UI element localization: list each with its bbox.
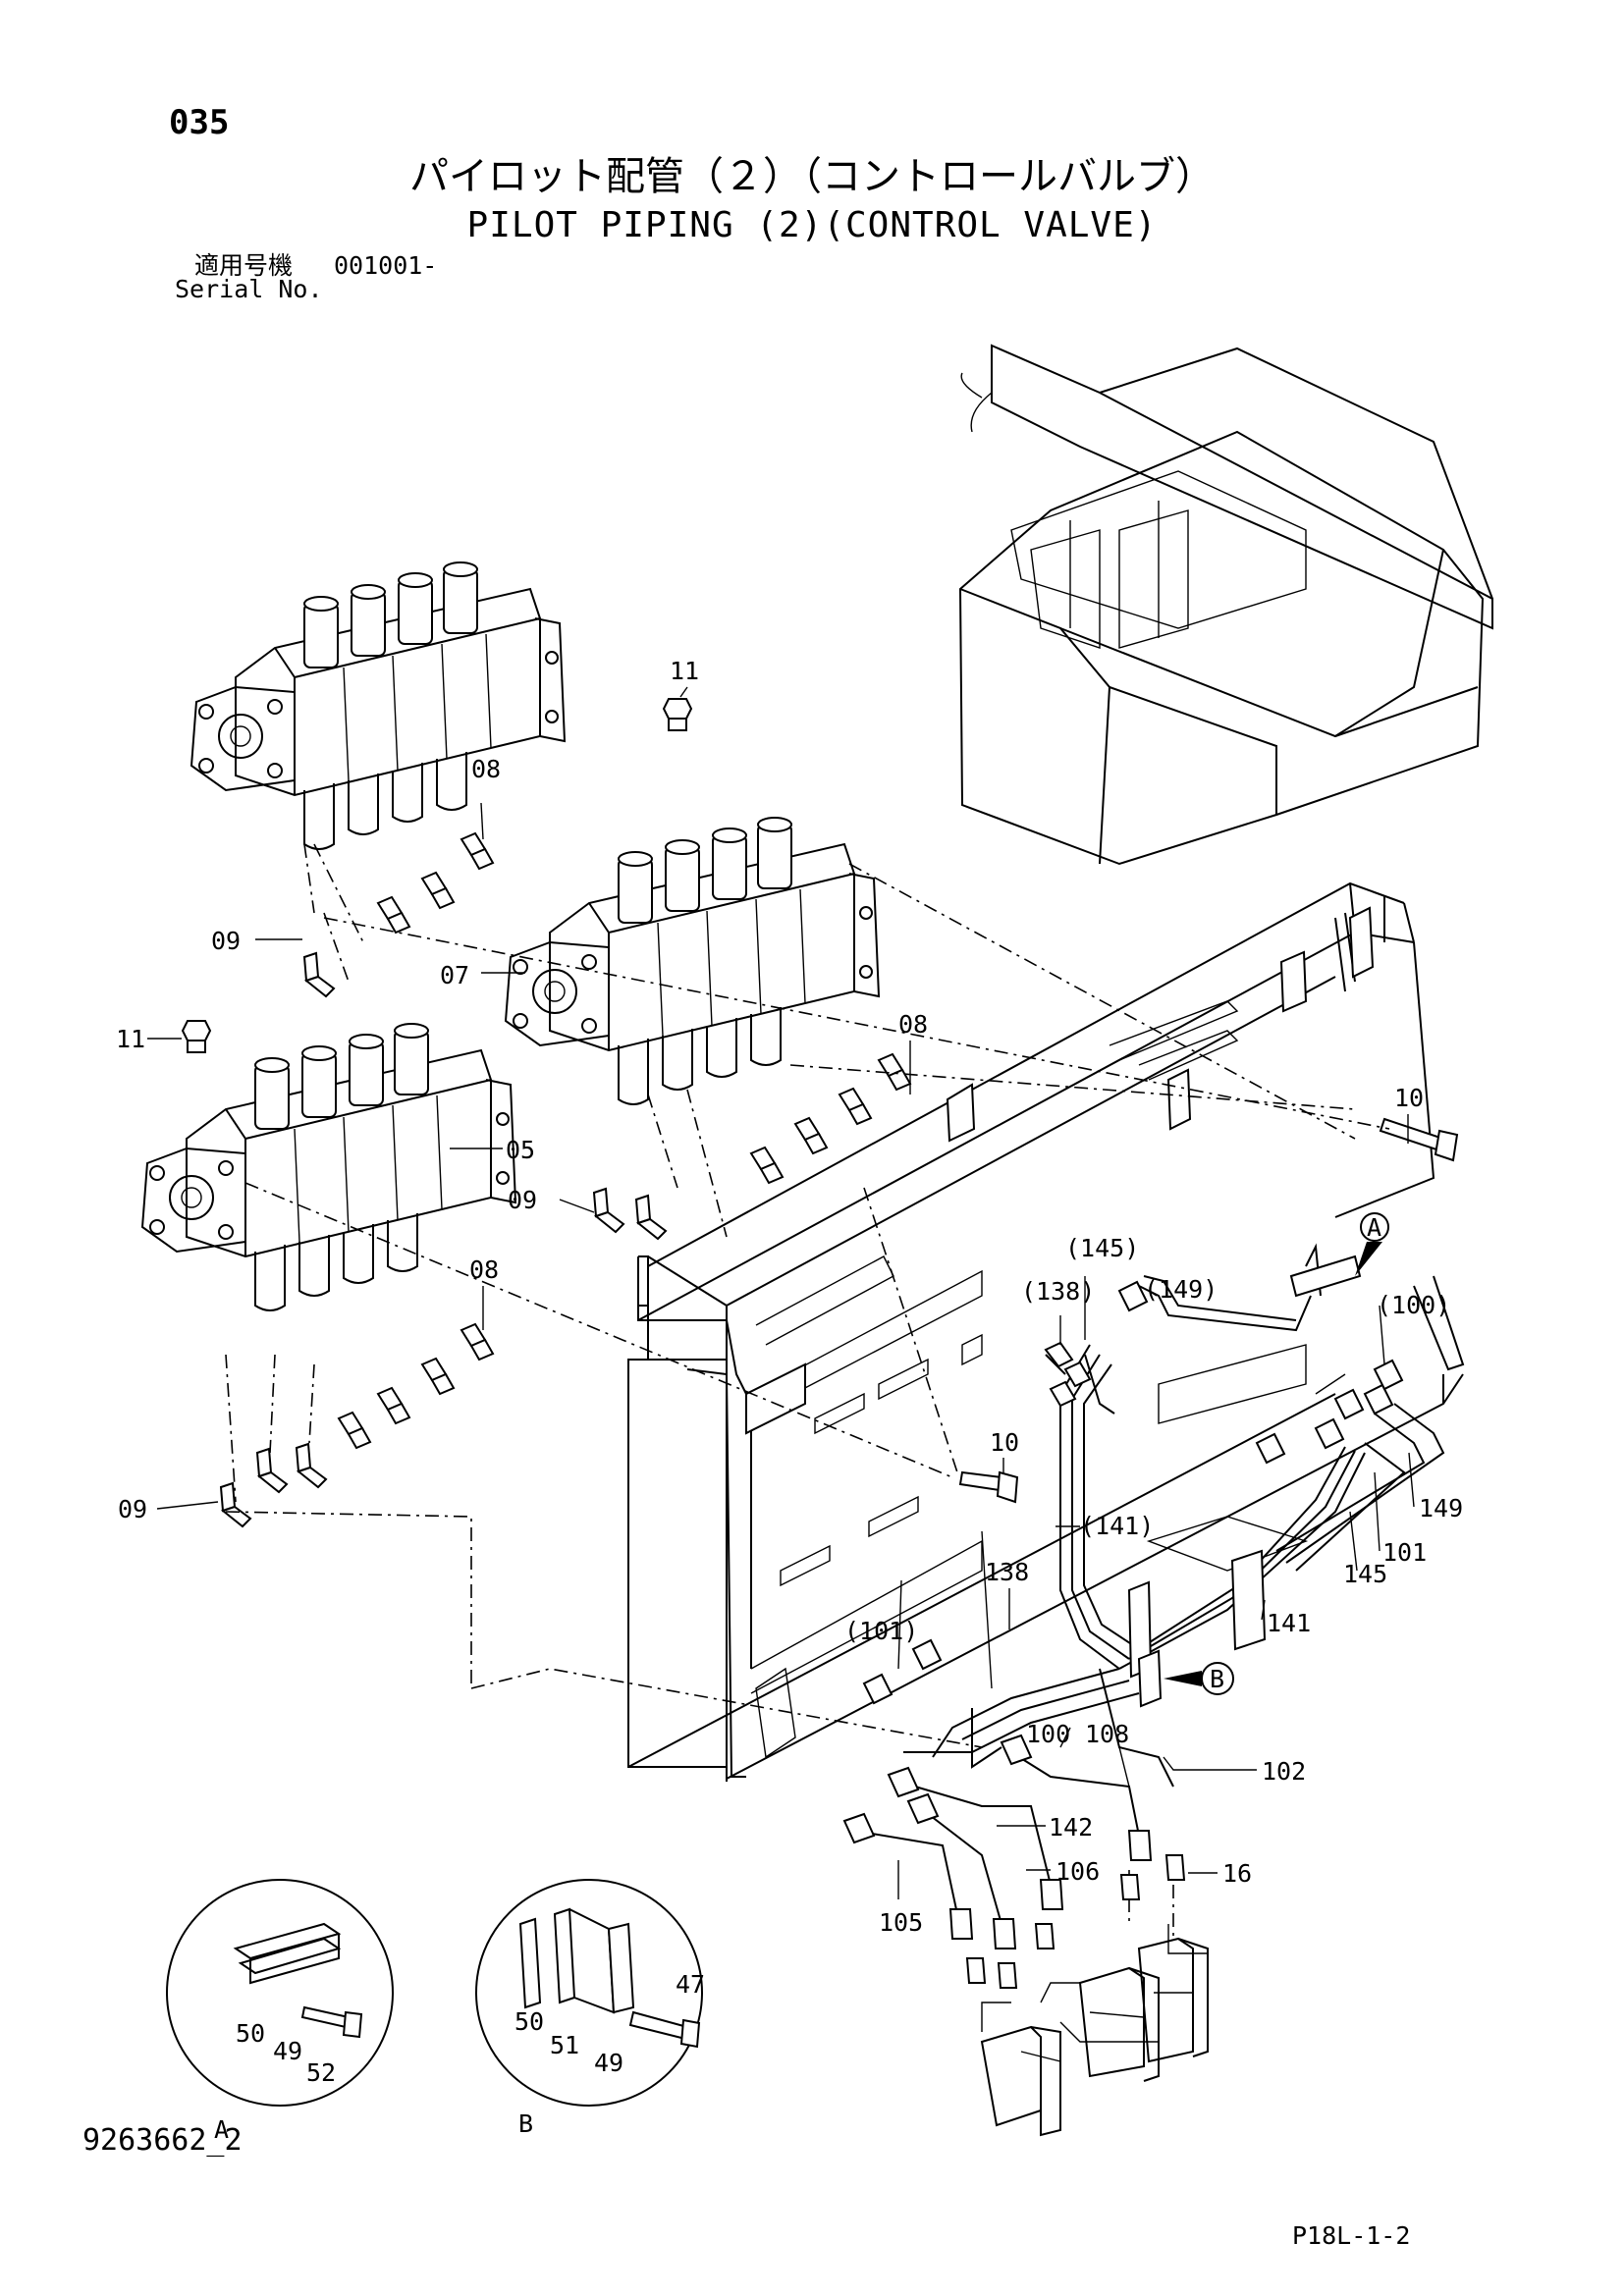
assembly-lines: [225, 843, 1390, 1939]
view-marker-b: [1164, 1662, 1234, 1695]
callout-09-top: 09: [211, 927, 241, 955]
callout-08-top: 08: [471, 755, 501, 783]
callout-102: 102: [1262, 1757, 1306, 1786]
callout-labels: 11 08 09 07 08 11 05 09 08 09 10 10 (145…: [116, 657, 1463, 2144]
document-code: 9263662_2: [82, 2123, 243, 2158]
detail-a-view: [166, 1879, 394, 2107]
callout-142: 142: [1049, 1813, 1093, 1842]
callout-08-middle: 08: [898, 1010, 928, 1039]
callout-108: 108: [1085, 1720, 1129, 1748]
view-marker-a: [1355, 1212, 1389, 1276]
callout-50-detail-b: 50: [514, 2007, 544, 2036]
callout-10-middle: 10: [990, 1428, 1019, 1457]
solenoid-valve-blocks: [980, 1924, 1209, 2137]
callout-101: 101: [1382, 1538, 1427, 1567]
callout-09-middle: 09: [508, 1186, 537, 1214]
detail-a-label: A: [214, 2115, 229, 2144]
callout-101-paren: (101): [844, 1617, 918, 1645]
loose-hoses: [842, 1734, 1186, 1989]
callout-149: 149: [1419, 1494, 1463, 1522]
callout-141: 141: [1267, 1609, 1311, 1637]
control-valve-upper: [190, 561, 566, 850]
callout-49-detail-b: 49: [594, 2049, 623, 2077]
detail-b-label: B: [518, 2109, 533, 2138]
callout-11-left: 11: [116, 1025, 145, 1053]
detail-b-view: [475, 1879, 703, 2107]
upper-structure-block: [958, 344, 1493, 866]
control-valve-middle: [505, 817, 880, 1105]
callout-08-lower: 08: [469, 1255, 499, 1284]
control-valve-lower: [141, 1023, 516, 1311]
callout-138: 138: [985, 1558, 1029, 1586]
callout-47: 47: [676, 1970, 705, 1999]
callout-145-paren: (145): [1065, 1234, 1139, 1262]
serial-label-english: Serial No.: [175, 275, 323, 303]
bolts: [958, 1117, 1459, 1504]
view-marker-a-label: A: [1367, 1213, 1381, 1242]
callout-141-paren: (141): [1080, 1512, 1154, 1540]
pilot-pipe-bundle: [862, 1243, 1445, 1788]
page-number: 035: [169, 103, 230, 142]
view-marker-b-label: B: [1210, 1665, 1224, 1693]
serial-number-value: 001001-: [334, 251, 438, 280]
callout-49-detail-a: 49: [273, 2037, 302, 2065]
callout-145: 145: [1343, 1560, 1387, 1588]
callout-05: 05: [506, 1136, 535, 1164]
callout-149-paren: (149): [1144, 1275, 1218, 1304]
callout-07: 07: [440, 961, 469, 989]
sheet-code: P18L-1-2: [1292, 2221, 1411, 2250]
callout-16: 16: [1222, 1859, 1252, 1888]
callout-50-detail-a: 50: [236, 2019, 265, 2048]
leader-lines: [147, 686, 1415, 1899]
callout-100: 100: [1026, 1720, 1070, 1748]
main-frame: [627, 881, 1465, 1782]
callout-52: 52: [306, 2058, 336, 2087]
title-japanese: パイロット配管（２）（コントロールバルブ）: [409, 154, 1215, 199]
callout-10-right: 10: [1394, 1084, 1424, 1112]
title-english: PILOT PIPING (2)(CONTROL VALVE): [466, 205, 1158, 245]
callout-11-top: 11: [670, 657, 699, 685]
callout-138-paren: (138): [1021, 1277, 1095, 1306]
callout-100-paren: (100): [1377, 1291, 1450, 1319]
callout-51: 51: [550, 2031, 579, 2059]
callout-105: 105: [879, 1908, 923, 1937]
serial-label-japanese: 適用号機: [194, 251, 294, 280]
callout-106: 106: [1056, 1857, 1100, 1886]
callout-09-lower: 09: [118, 1495, 147, 1523]
